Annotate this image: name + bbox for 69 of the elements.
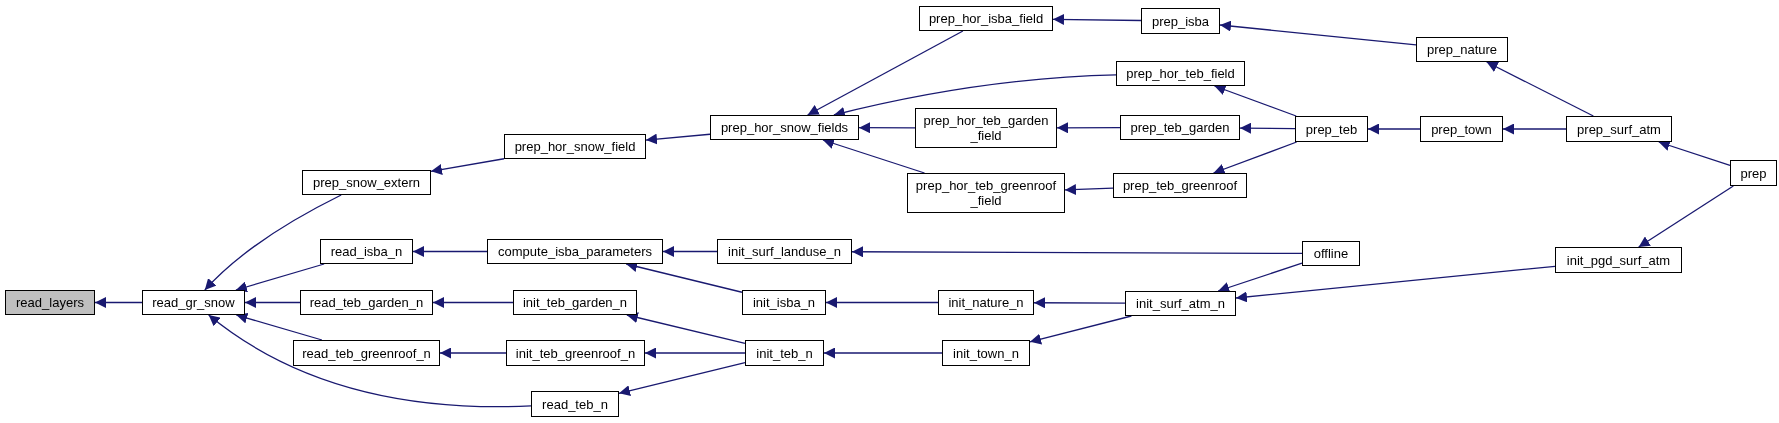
arrow — [430, 158, 505, 175]
arrow — [439, 347, 507, 359]
arrow — [235, 263, 325, 293]
arrow — [412, 246, 488, 257]
function-box: prep_hor_snow_fields — [710, 115, 859, 140]
function-box: prep_hor_teb_greenroof_field — [907, 173, 1065, 213]
arrow — [618, 361, 746, 397]
arrow — [1029, 315, 1133, 345]
function-box: offline — [1302, 241, 1360, 266]
function-box: init_pgd_surf_atm — [1555, 247, 1682, 273]
function-box: read_teb_garden_n — [300, 290, 433, 315]
arrow — [1502, 123, 1567, 135]
function-box: prep — [1730, 160, 1777, 186]
arrow — [1219, 20, 1417, 46]
arrow — [1064, 184, 1114, 195]
arrow — [235, 312, 323, 341]
function-box: prep_hor_teb_garden_field — [915, 108, 1057, 148]
arrow — [94, 297, 143, 308]
arrow — [662, 246, 718, 257]
function-box: init_town_n — [942, 340, 1030, 366]
arrow — [823, 347, 943, 359]
function-box: compute_isba_parameters — [487, 239, 663, 264]
arrow — [645, 133, 711, 145]
function-box: prep_nature — [1416, 37, 1508, 62]
function-box: read_gr_snow — [142, 290, 245, 315]
arrow — [1056, 122, 1121, 134]
arrow — [1217, 262, 1303, 293]
arrow — [851, 246, 1303, 258]
arrow — [1638, 185, 1734, 248]
arrow — [1235, 265, 1556, 303]
arrow — [204, 194, 342, 291]
arrow — [1033, 297, 1126, 309]
function-box: prep_snow_extern — [302, 170, 431, 195]
arrow — [644, 347, 746, 359]
function-box: init_teb_garden_n — [513, 290, 637, 315]
arrow — [825, 297, 939, 308]
arrow — [208, 314, 532, 408]
arrow — [626, 312, 746, 345]
function-box: init_surf_atm_n — [1125, 291, 1236, 316]
function-box: init_teb_greenroof_n — [506, 340, 645, 366]
function-box: prep_town — [1420, 116, 1503, 142]
function-box: init_nature_n — [938, 290, 1034, 315]
function-box: prep_hor_teb_field — [1116, 61, 1245, 86]
arrow — [1658, 140, 1731, 166]
arrow — [1367, 123, 1421, 135]
arrow — [244, 297, 301, 308]
function-box: prep_surf_atm — [1566, 116, 1672, 142]
arrow — [1213, 84, 1297, 117]
arrow — [806, 30, 964, 116]
function-box: init_surf_landuse_n — [717, 239, 852, 264]
arrow — [822, 138, 926, 174]
function-box: read_isba_n — [320, 239, 413, 264]
arrow — [1052, 14, 1142, 25]
arrow — [432, 297, 514, 308]
function-box: prep_hor_isba_field — [919, 6, 1053, 31]
function-box: prep_isba — [1141, 8, 1220, 34]
arrow — [1486, 61, 1594, 117]
function-box: prep_teb_garden — [1120, 115, 1240, 140]
function-box: prep_teb_greenroof — [1113, 173, 1247, 198]
function-box: init_isba_n — [742, 290, 826, 315]
arrow — [1212, 141, 1298, 175]
arrow — [858, 122, 916, 134]
function-box: prep_hor_snow_field — [504, 134, 646, 159]
highlighted-function-box: read_layers — [5, 290, 95, 315]
arrow — [1239, 122, 1296, 134]
function-box: read_teb_n — [531, 391, 619, 417]
function-box: read_teb_greenroof_n — [293, 340, 440, 366]
function-box: init_teb_n — [745, 340, 824, 366]
function-box: prep_teb — [1295, 116, 1368, 142]
